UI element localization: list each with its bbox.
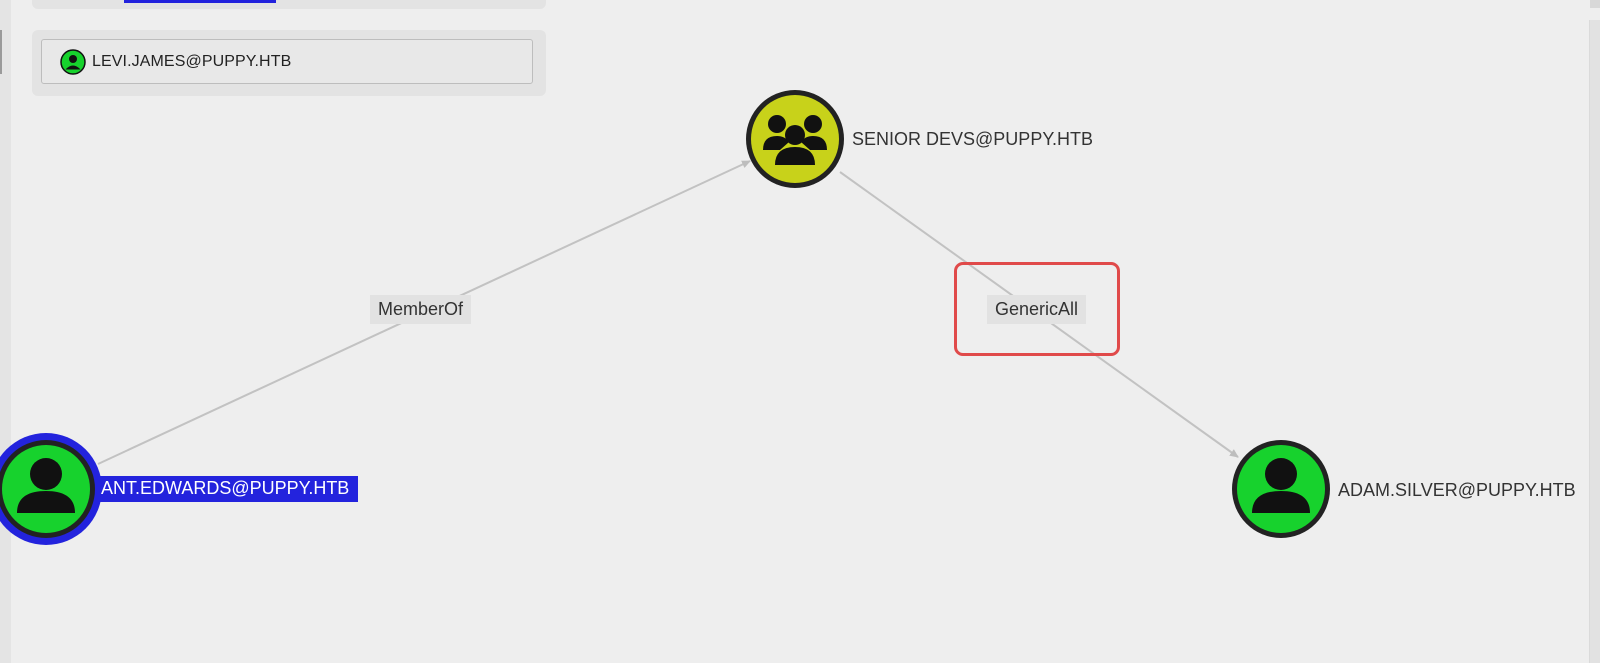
search-panel: LEVI.JAMES@PUPPY.HTB xyxy=(32,30,546,96)
user-icon xyxy=(60,48,86,75)
search-input[interactable]: LEVI.JAMES@PUPPY.HTB xyxy=(41,39,533,84)
scrollbar-top xyxy=(1590,0,1600,8)
node-ant-edwards[interactable] xyxy=(0,433,102,545)
tab-bar xyxy=(32,0,546,9)
search-value: LEVI.JAMES@PUPPY.HTB xyxy=(92,52,292,70)
left-panel-handle[interactable] xyxy=(0,30,2,74)
edge-label-genericall[interactable]: GenericAll xyxy=(987,295,1087,324)
node-senior-devs[interactable] xyxy=(746,90,844,188)
highlight-annotation xyxy=(954,262,1120,356)
vertical-scrollbar[interactable] xyxy=(1589,20,1600,663)
node-label-ant-edwards[interactable]: ANT.EDWARDS@PUPPY.HTB xyxy=(99,476,359,502)
user-icon xyxy=(1252,458,1310,513)
group-icon xyxy=(763,115,827,165)
edge-label-memberof[interactable]: MemberOf xyxy=(370,295,472,324)
user-icon xyxy=(17,458,75,513)
node-label-senior-devs[interactable]: SENIOR DEVS@PUPPY.HTB xyxy=(852,129,1094,149)
node-label-adam-silver[interactable]: ADAM.SILVER@PUPPY.HTB xyxy=(1338,480,1576,500)
active-tab-indicator xyxy=(124,0,276,3)
node-adam-silver[interactable] xyxy=(1232,440,1330,538)
left-panel-edge xyxy=(0,0,11,663)
